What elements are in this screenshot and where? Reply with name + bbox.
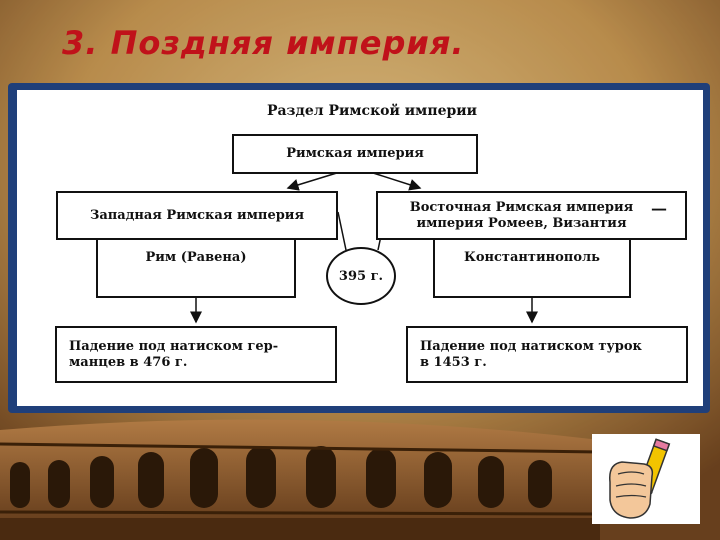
east-fall-line1: Падение под натиском турок bbox=[420, 338, 642, 354]
east-fall-line2: в 1453 г. bbox=[420, 354, 487, 370]
east-capital-box: Константинополь bbox=[433, 238, 631, 298]
west-fall-box: Падение под натиском гер- манцев в 476 г… bbox=[55, 326, 337, 383]
west-fall-line2: манцев в 476 г. bbox=[69, 354, 188, 370]
east-empire-box: Восточная Римская империя империя Ромеев… bbox=[376, 191, 687, 240]
pencil-icon bbox=[609, 438, 671, 519]
west-empire-label: Западная Римская империя bbox=[89, 207, 305, 223]
year-label: 395 г. bbox=[338, 268, 384, 284]
roman-empire-box: Римская империя bbox=[232, 134, 478, 174]
east-empire-dash: — bbox=[651, 199, 667, 218]
west-capital-box: Рим (Равена) bbox=[96, 238, 296, 298]
east-fall-box: Падение под натиском турок в 1453 г. bbox=[406, 326, 688, 383]
east-empire-label-line2: империя Ромеев, Византия bbox=[416, 215, 627, 231]
colosseum-arches bbox=[10, 446, 552, 508]
diagram-title: Раздел Римской империи bbox=[266, 103, 478, 119]
roman-empire-label: Римская империя bbox=[286, 146, 424, 161]
west-capital-label: Рим (Равена) bbox=[145, 250, 247, 265]
east-capital-label: Константинополь bbox=[464, 250, 600, 265]
east-empire-label-line1: Восточная Римская империя bbox=[409, 199, 634, 215]
year-circle: 395 г. bbox=[326, 247, 396, 305]
slide-title: 3. Поздняя империя. bbox=[62, 24, 465, 62]
hand-pencil-icon[interactable] bbox=[592, 434, 700, 524]
west-fall-line1: Падение под натиском гер- bbox=[69, 338, 279, 354]
west-empire-box: Западная Римская империя bbox=[56, 191, 338, 240]
